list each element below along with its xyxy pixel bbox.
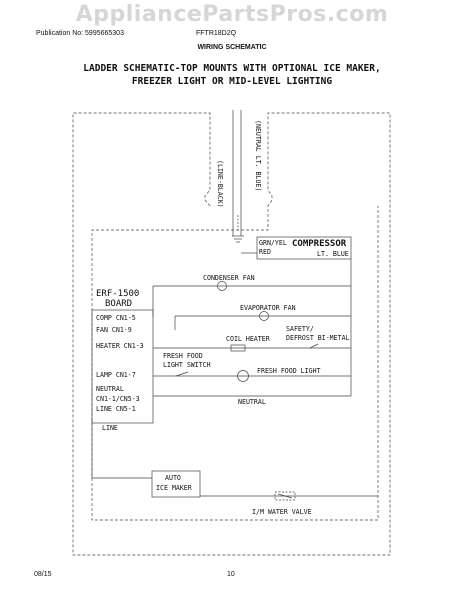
erf-board-box bbox=[91, 309, 154, 424]
condenser-fan-symbol bbox=[217, 281, 227, 291]
compressor-label: COMPRESSOR bbox=[292, 239, 347, 249]
safety-label-2: DEFROST BI-METAL bbox=[286, 334, 350, 342]
ice-maker-label-2: ICE MAKER bbox=[156, 484, 192, 492]
comp-cn1-5-label: COMP CN1-5 bbox=[96, 314, 136, 322]
cabinet-outline bbox=[72, 112, 391, 556]
condenser-fan-label: CONDENSER FAN bbox=[203, 274, 255, 282]
publication-number: Publication No: 5995665303 bbox=[36, 30, 124, 37]
water-valve-label: I/M WATER VALVE bbox=[252, 508, 312, 516]
diagram-title-line-1: LADDER SCHEMATIC-TOP MOUNTS WITH OPTIONA… bbox=[83, 63, 381, 74]
fan-cn1-9-label: FAN CN1-9 bbox=[96, 326, 132, 334]
fresh-food-light-symbol bbox=[237, 370, 249, 382]
lt-blue-label: LT. BLUE bbox=[317, 250, 349, 258]
page-number: 10 bbox=[227, 571, 235, 578]
compressor-box bbox=[256, 236, 352, 260]
diagram-title-line-2: FREEZER LIGHT OR MID-LEVEL LIGHTING bbox=[131, 76, 333, 87]
grn-yel-label: GRN/YEL bbox=[259, 239, 287, 247]
red-label: RED bbox=[259, 248, 271, 256]
model-number: FFTR18D2Q bbox=[196, 30, 237, 37]
line-label: LINE bbox=[102, 424, 118, 432]
evaporator-fan-label: EVAPORATOR FAN bbox=[240, 304, 296, 312]
ice-maker-label-1: AUTO bbox=[165, 474, 181, 482]
neutral-wire-label: NEUTRAL bbox=[238, 398, 266, 406]
fresh-food-switch-label-1: FRESH FOOD bbox=[163, 352, 203, 360]
section-title: WIRING SCHEMATIC bbox=[197, 44, 267, 51]
neutral-blue-label: (NEUTRAL LT. BLUE) bbox=[254, 120, 262, 192]
line-cn5-1-label: LINE CN5-1 bbox=[96, 405, 136, 413]
fresh-food-switch-label-2: LIGHT SWITCH bbox=[163, 361, 211, 369]
coil-heater-symbol bbox=[230, 344, 246, 352]
heater-cn1-3-label: HEATER CN1-3 bbox=[96, 342, 144, 350]
line-black-label: (LINE-BLACK) bbox=[216, 160, 224, 208]
erf-board-label-1: ERF-1500 bbox=[96, 289, 140, 299]
erf-board-label-2: BOARD bbox=[105, 299, 133, 309]
fresh-food-light-label: FRESH FOOD LIGHT bbox=[257, 367, 321, 375]
lamp-cn1-7-label: LAMP CN1-7 bbox=[96, 371, 136, 379]
neutral-label: NEUTRAL bbox=[96, 385, 124, 393]
evaporator-fan-symbol bbox=[259, 311, 269, 321]
footer-date: 08/15 bbox=[34, 571, 52, 578]
neutral-cn-label: CN1-1/CN5-3 bbox=[96, 395, 140, 403]
fresh-food-switch-symbol bbox=[175, 371, 189, 377]
ice-maker-box bbox=[151, 470, 201, 498]
coil-heater-label: COIL HEATER bbox=[226, 335, 270, 343]
safety-label-1: SAFETY/ bbox=[286, 325, 314, 333]
watermark: AppliancePartsPros.com bbox=[75, 2, 389, 27]
